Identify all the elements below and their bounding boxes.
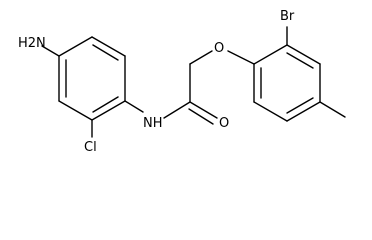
- bond-carbonyl-double-b: [188, 108, 214, 125]
- left-ring: [58, 36, 126, 121]
- bond-ring-to-amino: [41, 45, 60, 57]
- molecule-structure: H2N Cl NH O O Br: [18, 9, 346, 155]
- right-ring: [253, 44, 321, 122]
- carbonyl-oxygen-label: O: [219, 116, 229, 131]
- bond-ring-to-nh: [124, 100, 144, 113]
- bond-nh-to-carbonyl: [163, 101, 191, 119]
- amide-nh-label: NH: [143, 116, 163, 131]
- chloro-label: Cl: [84, 140, 97, 155]
- bond-ring-to-methyl: [319, 101, 346, 118]
- amino-label: H2N: [18, 36, 46, 51]
- ether-oxygen-label: O: [214, 41, 224, 56]
- bond-ch2-to-ether-o: [189, 50, 213, 65]
- bromo-label: Br: [280, 9, 295, 24]
- bond-ether-o-to-ring: [227, 50, 255, 65]
- bond-carbonyl-double-a: [189, 101, 218, 119]
